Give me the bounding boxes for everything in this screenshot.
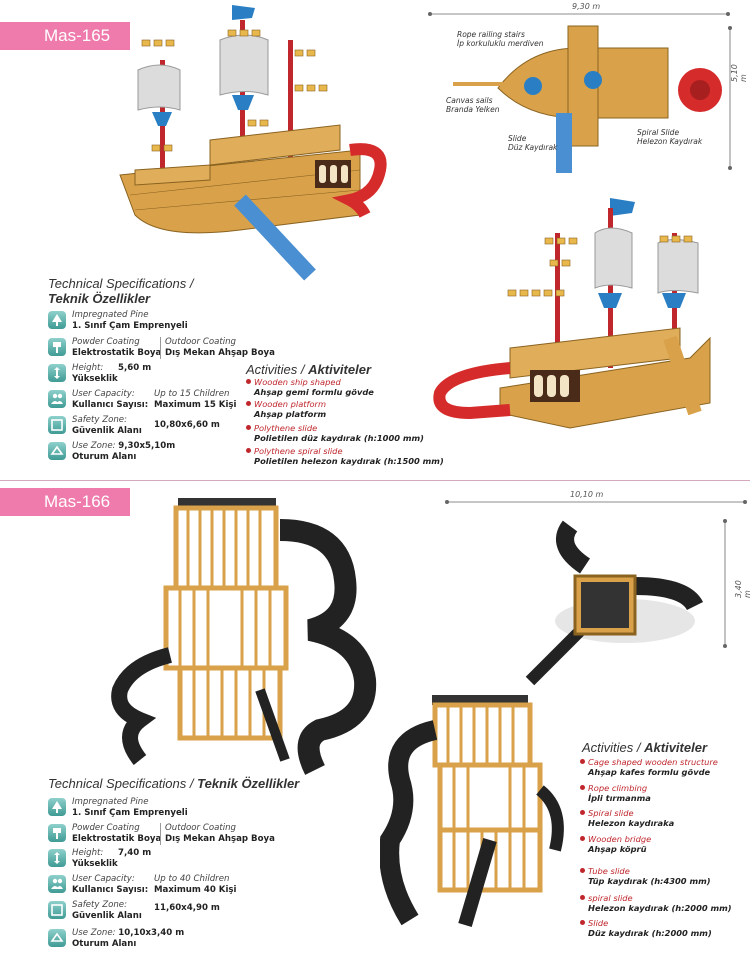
brush-icon [48,338,66,356]
activities-title-166: Activities / Aktiviteler [582,740,708,755]
brush-icon [48,824,66,842]
dimension-depth-165: 5,10 m [730,64,748,82]
section-divider [0,480,750,481]
users-icon [48,875,66,893]
dimension-depth-166: 3,40 m [734,580,750,598]
spec-title-165: Technical Specifications / Teknik Özelli… [48,276,194,306]
activities-title-165: Activities / Aktiviteler [246,362,372,377]
safety-zone-icon [48,416,66,434]
product-tag-mas-166: Mas-166 [0,488,130,516]
tower-side-view [380,695,564,927]
users-icon [48,390,66,408]
dimension-width-166: 10,10 m [570,490,604,499]
ship-illustration [119,5,387,281]
tree-icon [48,311,66,329]
tree-icon [48,798,66,816]
use-zone-icon [48,442,66,460]
ship-top-view [428,12,732,173]
ship-rear-view [433,198,711,429]
use-zone-icon [48,929,66,947]
tower-top-view [445,500,747,686]
tower-illustration [111,498,377,775]
safety-zone-icon [48,901,66,919]
product-tag-mas-165: Mas-165 [0,22,130,50]
dimension-width-165: 9,30 m [572,2,601,11]
spec-title-166: Technical Specifications / Teknik Özelli… [48,776,300,791]
height-icon [48,849,66,867]
height-icon [48,364,66,382]
